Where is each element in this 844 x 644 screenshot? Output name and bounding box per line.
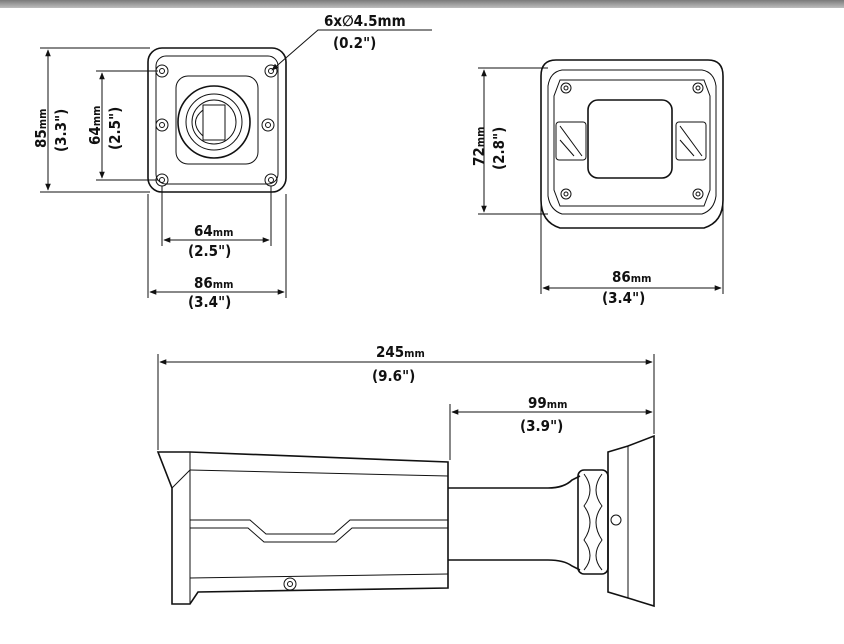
inner-height-mm-label: 64mm <box>86 106 104 145</box>
inner-width-inch-label: (2.5") <box>188 242 231 260</box>
hole-size-inch-label: (0.2") <box>333 34 376 52</box>
camera-height-mm-label: 72mm <box>470 127 488 166</box>
outer-width-inch-label: (3.4") <box>188 293 231 311</box>
camera-side-view: 245mm (9.6") 99mm (3.9") <box>156 343 655 608</box>
mount-hole-mid-left <box>155 118 169 132</box>
outer-width-mm-label: 86mm <box>194 274 233 292</box>
mount-base-front-view: 6x∅4.5mm (0.2") 85mm (3.3") 64mm (2.5") … <box>32 12 432 311</box>
hole-size-label: 6x∅4.5mm <box>324 12 406 30</box>
camera-width-mm-label: 86mm <box>612 268 651 286</box>
window-top-bar <box>0 0 844 8</box>
mount-center-ring <box>177 85 251 159</box>
mount-hole-bottom-right <box>264 173 278 187</box>
bracket-joint <box>577 469 609 575</box>
outer-height-inch-label: (3.3") <box>52 109 70 152</box>
mount-hole-mid-right <box>261 118 275 132</box>
camera-width-inch-label: (3.4") <box>602 289 645 307</box>
ir-led-right <box>675 121 707 161</box>
camera-front-view: 72mm (2.8") 86mm (3.4") <box>470 59 724 307</box>
front-screw-bottom-right <box>692 188 704 200</box>
inner-width-mm-label: 64mm <box>194 222 233 240</box>
mount-base-outline <box>147 47 287 193</box>
lens-window <box>587 99 673 179</box>
front-screw-top-left <box>560 82 572 94</box>
inner-height-inch-label: (2.5") <box>106 107 124 150</box>
bracket-base-plate <box>607 434 655 608</box>
side-screw <box>283 577 297 591</box>
bracket-length-mm-label: 99mm <box>528 394 567 412</box>
camera-body-side <box>156 451 449 605</box>
bracket-length-inch-label: (3.9") <box>520 417 563 435</box>
ir-led-left <box>555 121 587 161</box>
total-length-inch-label: (9.6") <box>372 367 415 385</box>
front-screw-top-right <box>692 82 704 94</box>
front-screw-bottom-left <box>560 188 572 200</box>
total-length-mm-label: 245mm <box>376 343 425 361</box>
camera-height-inch-label: (2.8") <box>490 127 508 170</box>
camera-front-housing <box>540 59 724 229</box>
mount-hole-top-right <box>264 64 278 78</box>
outer-height-mm-label: 85mm <box>32 109 50 148</box>
bracket-arm <box>448 475 581 489</box>
